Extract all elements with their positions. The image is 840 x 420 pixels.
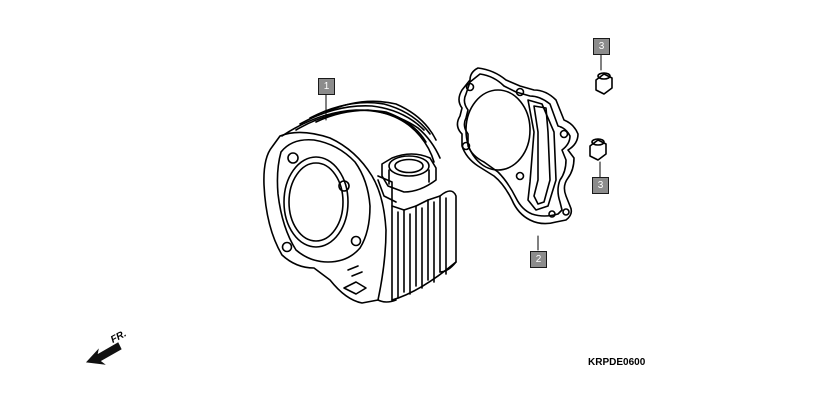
diagram-code: KRPDE0600 — [588, 357, 646, 368]
callout-gasket: 2 — [530, 251, 547, 268]
leader-lines — [325, 54, 602, 251]
callout-dowel-pin-top: 3 — [593, 38, 610, 55]
dowel-pin-top — [595, 72, 613, 95]
callout-dowel-pin-bottom: 3 — [592, 177, 609, 194]
gasket — [456, 67, 579, 225]
cylinder-block — [263, 100, 457, 304]
callout-cylinder: 1 — [318, 78, 335, 95]
front-direction-arrow — [85, 342, 122, 365]
dowel-pin-bottom — [589, 138, 607, 161]
